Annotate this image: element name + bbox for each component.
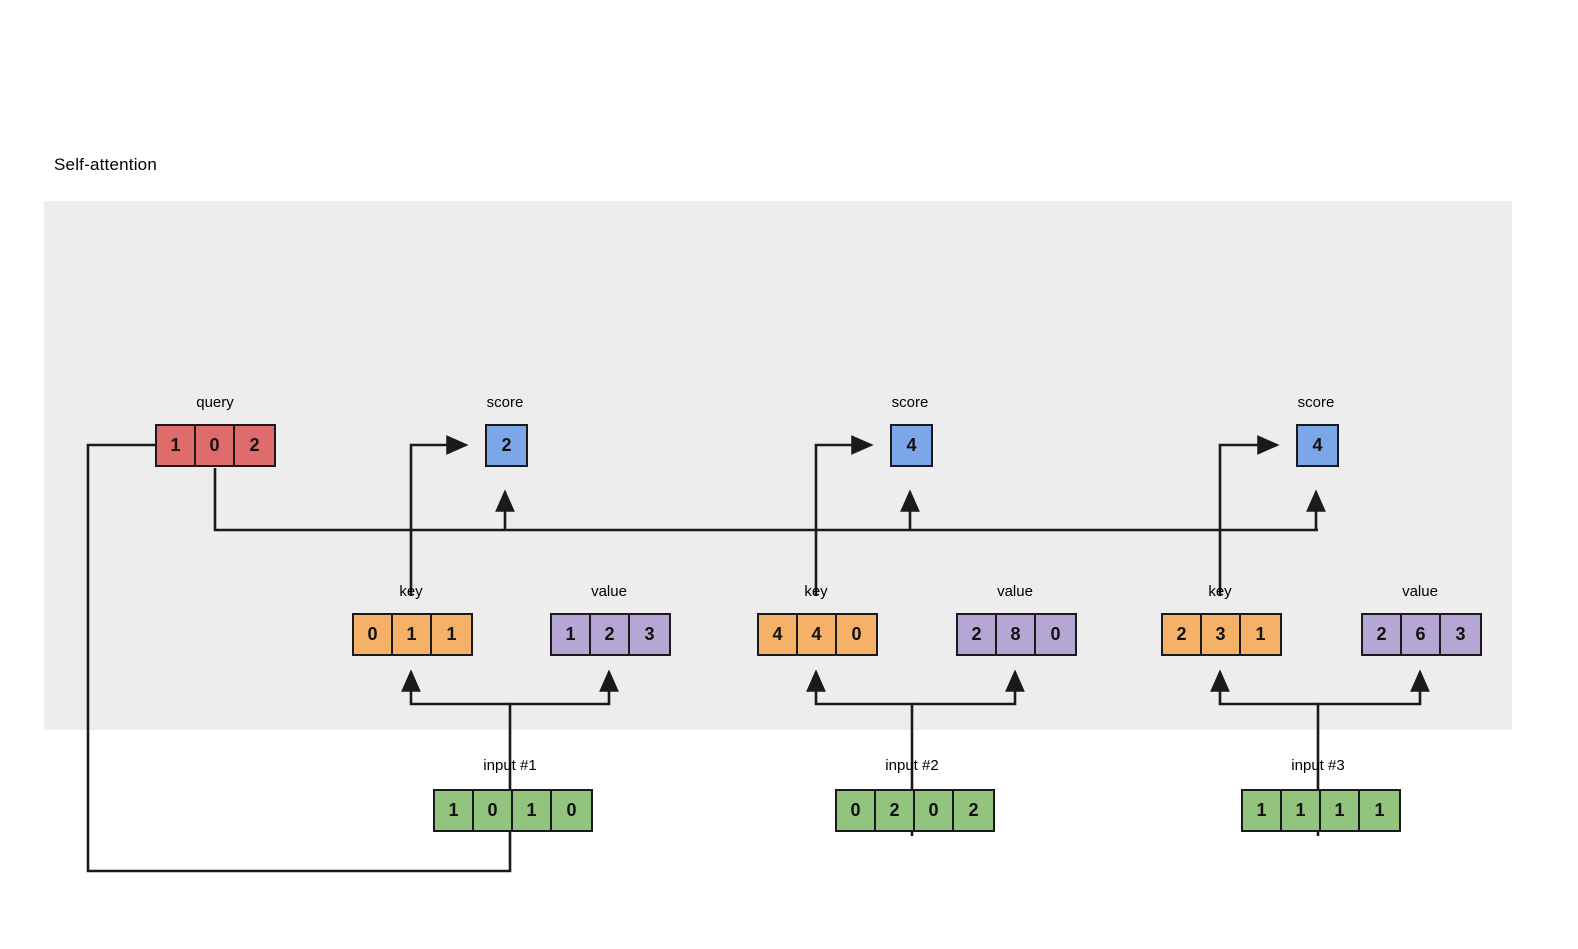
- value2-cell-2: 0: [1036, 615, 1075, 654]
- key-vector-1: 0 1 1: [352, 613, 473, 656]
- score-box-2: 4: [890, 424, 933, 467]
- query-vector: 1 0 2: [155, 424, 276, 467]
- value3-cell-1: 6: [1402, 615, 1441, 654]
- key3-cell-1: 3: [1202, 615, 1241, 654]
- input3-cell-0: 1: [1243, 791, 1282, 830]
- score-box-1: 2: [485, 424, 528, 467]
- input-label-3: input #3: [1291, 757, 1345, 774]
- value3-cell-0: 2: [1363, 615, 1402, 654]
- key2-cell-1: 4: [798, 615, 837, 654]
- value-label-1: value: [591, 583, 627, 600]
- value2-cell-0: 2: [958, 615, 997, 654]
- key1-cell-1: 1: [393, 615, 432, 654]
- value3-cell-2: 3: [1441, 615, 1480, 654]
- query-cell-0: 1: [157, 426, 196, 465]
- query-cell-1: 0: [196, 426, 235, 465]
- value2-cell-1: 8: [997, 615, 1036, 654]
- key1-cell-0: 0: [354, 615, 393, 654]
- input2-cell-2: 0: [915, 791, 954, 830]
- key2-cell-2: 0: [837, 615, 876, 654]
- input3-cell-2: 1: [1321, 791, 1360, 830]
- key-label-1: key: [399, 583, 423, 600]
- key-vector-3: 2 3 1: [1161, 613, 1282, 656]
- input-vector-3: 1 1 1 1: [1241, 789, 1401, 832]
- page-title: Self-attention: [54, 155, 157, 174]
- key-label-2: key: [804, 583, 828, 600]
- query-cell-2: 2: [235, 426, 274, 465]
- score-cell-1: 2: [487, 426, 526, 465]
- score-label-2: score: [891, 394, 929, 411]
- value1-cell-1: 2: [591, 615, 630, 654]
- score-label-3: score: [1297, 394, 1335, 411]
- input1-cell-1: 0: [474, 791, 513, 830]
- key1-cell-2: 1: [432, 615, 471, 654]
- input2-cell-1: 2: [876, 791, 915, 830]
- input-label-2: input #2: [885, 757, 939, 774]
- key2-cell-0: 4: [759, 615, 798, 654]
- key-label-3: key: [1208, 583, 1232, 600]
- key3-cell-2: 1: [1241, 615, 1280, 654]
- value-vector-3: 2 6 3: [1361, 613, 1482, 656]
- input2-cell-0: 0: [837, 791, 876, 830]
- score-label-1: score: [486, 394, 524, 411]
- score-box-3: 4: [1296, 424, 1339, 467]
- value-label-3: value: [1402, 583, 1438, 600]
- input1-cell-0: 1: [435, 791, 474, 830]
- input-vector-2: 0 2 0 2: [835, 789, 995, 832]
- value-vector-1: 1 2 3: [550, 613, 671, 656]
- key3-cell-0: 2: [1163, 615, 1202, 654]
- input1-cell-3: 0: [552, 791, 591, 830]
- key-vector-2: 4 4 0: [757, 613, 878, 656]
- query-label: query: [196, 394, 234, 411]
- input1-cell-2: 1: [513, 791, 552, 830]
- value-label-2: value: [997, 583, 1033, 600]
- value-vector-2: 2 8 0: [956, 613, 1077, 656]
- input-label-1: input #1: [483, 757, 537, 774]
- score-cell-3: 4: [1298, 426, 1337, 465]
- value1-cell-0: 1: [552, 615, 591, 654]
- value1-cell-2: 3: [630, 615, 669, 654]
- input3-cell-3: 1: [1360, 791, 1399, 830]
- input3-cell-1: 1: [1282, 791, 1321, 830]
- input2-cell-3: 2: [954, 791, 993, 830]
- input-vector-1: 1 0 1 0: [433, 789, 593, 832]
- score-cell-2: 4: [892, 426, 931, 465]
